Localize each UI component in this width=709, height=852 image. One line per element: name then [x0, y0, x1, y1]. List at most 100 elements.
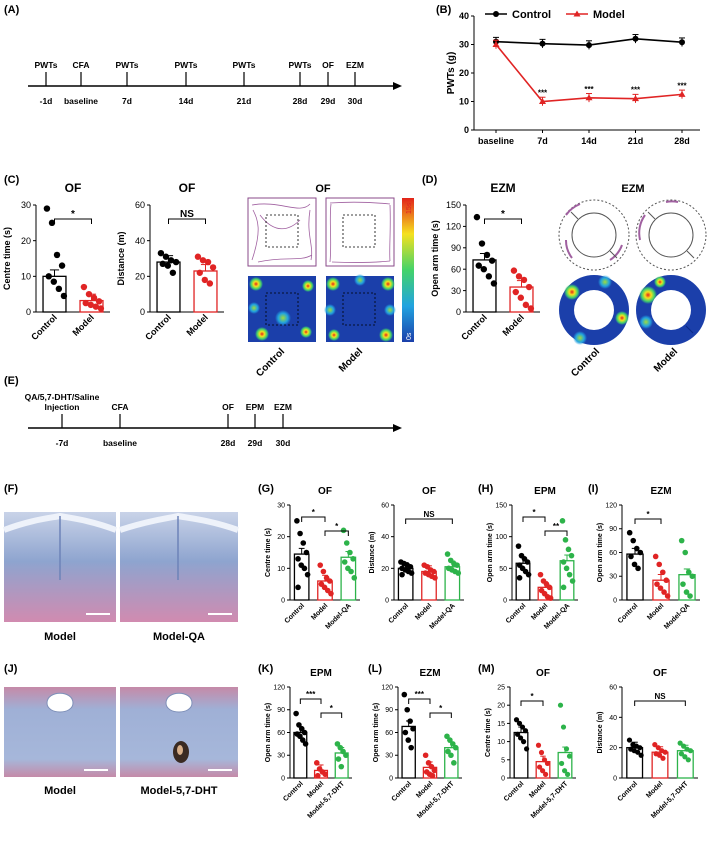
data-point [626, 737, 633, 743]
data-point [566, 753, 573, 759]
data-point [626, 529, 633, 536]
x-tick-label: Control [459, 312, 489, 342]
panel-label-l: (L) [368, 663, 382, 675]
x-tick-label: Model-5,7-DHT [306, 780, 346, 820]
significance-label: *** [306, 690, 316, 699]
data-point [537, 571, 544, 578]
data-point [681, 743, 687, 749]
data-point [539, 40, 546, 47]
y-tick-label: 60 [277, 730, 285, 737]
y-tick-label: 0 [281, 597, 285, 604]
significance-label: * [532, 508, 536, 517]
data-point [204, 258, 212, 266]
data-point [405, 737, 412, 743]
data-point [351, 575, 358, 581]
significance-bracket [429, 712, 452, 718]
data-point [407, 718, 413, 724]
data-point [563, 565, 570, 572]
significance-bracket [301, 516, 326, 522]
x-tick-label: Control [143, 312, 173, 342]
significance-bracket [324, 530, 349, 536]
y-tick-label: 60 [135, 200, 145, 210]
y-tick-label: 60 [609, 684, 617, 691]
data-point [664, 593, 671, 599]
data-point [294, 518, 300, 524]
data-point [490, 280, 498, 287]
timeline-day-label: -7d [56, 438, 69, 448]
significance-label: * [439, 704, 443, 713]
ezm-row-label-control: Control [569, 346, 602, 379]
timeline-arrow-head [393, 424, 402, 432]
bar [156, 261, 181, 313]
data-point [536, 764, 543, 770]
data-point [58, 262, 66, 269]
timeline-event-label: EZM [274, 402, 292, 412]
chart-title: OF [536, 668, 550, 679]
timeline-event-label: CFA [73, 60, 90, 70]
data-point [407, 563, 414, 570]
data-point [485, 273, 493, 280]
y-tick-label: 120 [446, 222, 461, 232]
chart-title: EPM [534, 486, 556, 497]
y-tick-label: 0 [501, 775, 505, 782]
timeline-event-label: PWTs [175, 60, 198, 70]
data-point [194, 253, 202, 260]
timeline-event-label: PWTs [289, 60, 312, 70]
significance-label: *** [677, 81, 687, 90]
of-track-control [247, 197, 317, 267]
y-tick-label: 30 [385, 753, 393, 760]
data-point [635, 749, 641, 755]
x-tick-label: Control [617, 780, 640, 803]
data-point [343, 752, 349, 759]
chart-title: EZM [650, 486, 671, 497]
timeline-event-label: PWTs [116, 60, 139, 70]
y-tick-label: 0 [140, 307, 145, 317]
data-point [510, 267, 518, 274]
y-tick-label: 40 [609, 715, 617, 722]
panel-label-c: (C) [4, 174, 20, 186]
of-heat-model [324, 274, 396, 342]
histology-f: Model Model-QA [2, 512, 240, 643]
y-tick-label: 10 [21, 271, 31, 281]
data-point [558, 760, 565, 767]
legend-marker [573, 10, 581, 17]
timeline-day-label: 28d [293, 96, 308, 106]
x-tick-label: 14d [581, 136, 597, 146]
x-tick-label: Control [29, 312, 59, 342]
panel-label-h: (H) [478, 483, 494, 495]
x-tick-label: baseline [478, 136, 514, 146]
data-point [685, 569, 692, 576]
significance-label: *** [584, 85, 594, 94]
histology-j-label-model-5-7-dht: Model-5,7-DHT [141, 785, 218, 797]
data-point [515, 543, 522, 549]
data-point [322, 771, 329, 778]
data-point [512, 288, 519, 296]
y-tick-label: 5 [501, 757, 505, 764]
y-axis-label: Distance (m) [597, 711, 604, 753]
data-point [454, 562, 460, 568]
timeline-day-label: 30d [276, 438, 291, 448]
data-point [679, 39, 685, 46]
y-axis-label: Open arm time (s) [487, 523, 494, 583]
chart-title: EZM [490, 181, 515, 195]
timeline-day-label: 21d [237, 96, 252, 106]
data-point [347, 549, 353, 556]
data-point [293, 710, 299, 717]
data-point [655, 745, 661, 751]
y-tick-label: 30 [451, 286, 461, 296]
y-tick-label: 150 [446, 200, 461, 210]
data-point [338, 763, 345, 770]
data-point [444, 551, 451, 557]
data-point [167, 257, 175, 264]
data-point [517, 735, 524, 741]
significance-label: ** [553, 522, 560, 531]
y-axis-label: Open arm time (s) [373, 703, 380, 763]
legend-label: Control [512, 9, 551, 21]
data-point [663, 577, 670, 584]
data-point [638, 752, 644, 758]
